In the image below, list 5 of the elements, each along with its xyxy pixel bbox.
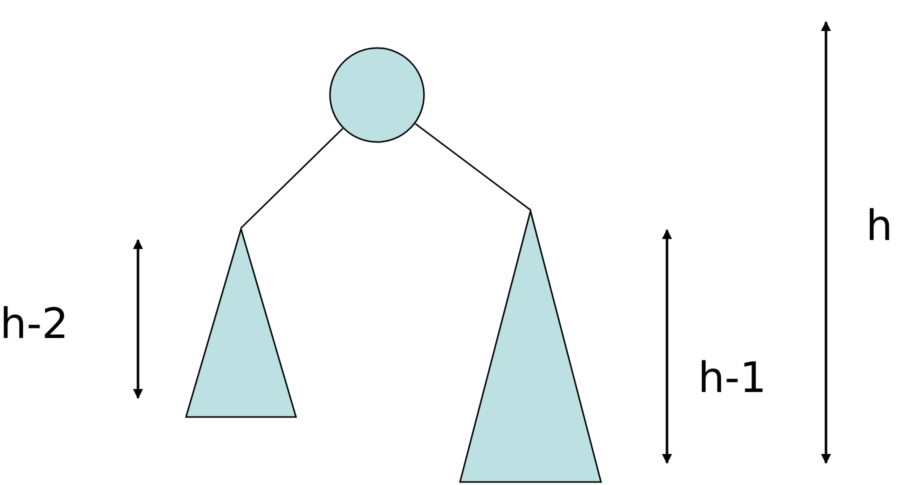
tree-edge (414, 123, 531, 211)
height-label: h (866, 205, 893, 247)
height-label: h-1 (698, 357, 766, 399)
tree-edge (240, 128, 344, 229)
height-label: h-2 (0, 303, 68, 345)
